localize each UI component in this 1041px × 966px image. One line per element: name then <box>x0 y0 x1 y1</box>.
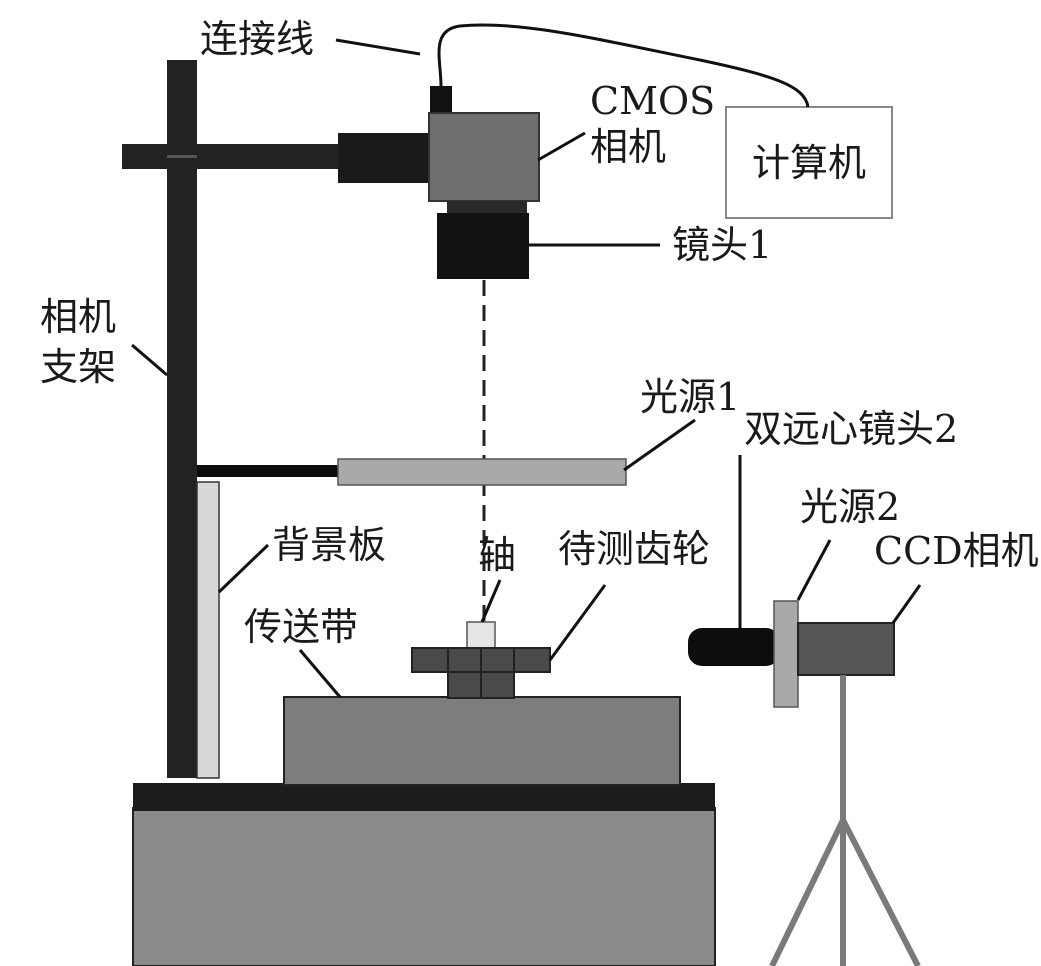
background-board <box>196 481 220 779</box>
light-source1 <box>337 458 627 486</box>
light-source1-leader <box>623 418 696 472</box>
background-board-leader <box>217 543 270 594</box>
cable-label: 连接线 <box>200 17 314 61</box>
lens-mount-ring <box>447 201 527 215</box>
cmos-camera-label-line1: CMOS <box>590 79 715 123</box>
light-source2 <box>773 600 799 708</box>
camera-stand-label-line2: 支架 <box>40 345 116 389</box>
cable-connector <box>430 86 452 116</box>
table-body <box>132 807 716 966</box>
telecentric-lens2 <box>688 628 780 666</box>
lens1-label: 镜头1 <box>672 223 772 267</box>
stand-arm-slot <box>167 155 197 158</box>
cmos-leader <box>537 131 586 162</box>
stand-leader <box>131 343 168 377</box>
table-top-plate <box>133 783 715 811</box>
ccd-camera-label: CCD相机 <box>874 529 1039 573</box>
stand-top-arm <box>122 144 380 169</box>
shaft-label: 轴 <box>478 533 516 577</box>
background-board-label: 背景板 <box>272 523 386 567</box>
connection-cable <box>437 23 810 108</box>
computer-label: 计算机 <box>752 141 866 185</box>
light-source2-label: 光源2 <box>800 485 900 529</box>
tripod-right-leg <box>840 818 921 966</box>
shaft <box>466 621 496 649</box>
lens1 <box>437 213 529 279</box>
shaft-leader <box>480 579 502 623</box>
conveyor-belt <box>283 696 681 786</box>
tripod-left-leg <box>769 818 846 966</box>
gear-under-test-label: 待测齿轮 <box>558 527 710 571</box>
camera-mount-clamp <box>338 133 432 183</box>
ccd-camera <box>797 622 895 676</box>
telecentric-lens2-label: 双远心镜头2 <box>744 407 958 451</box>
cmos-camera-body <box>428 112 540 202</box>
computer-box <box>725 106 893 219</box>
cable-leader <box>335 38 421 56</box>
camera-stand-label-line1: 相机 <box>40 295 116 339</box>
light-source2-leader <box>796 539 832 601</box>
light-source1-label: 光源1 <box>640 375 740 419</box>
conveyor-leader <box>298 649 342 698</box>
ccd-camera-leader <box>891 584 922 624</box>
light-arm <box>197 465 339 477</box>
stand-vertical-post <box>167 60 197 778</box>
gear-leader <box>548 584 607 661</box>
conveyor-belt-label: 传送带 <box>244 605 358 649</box>
cmos-camera-label-line2: 相机 <box>590 125 666 169</box>
